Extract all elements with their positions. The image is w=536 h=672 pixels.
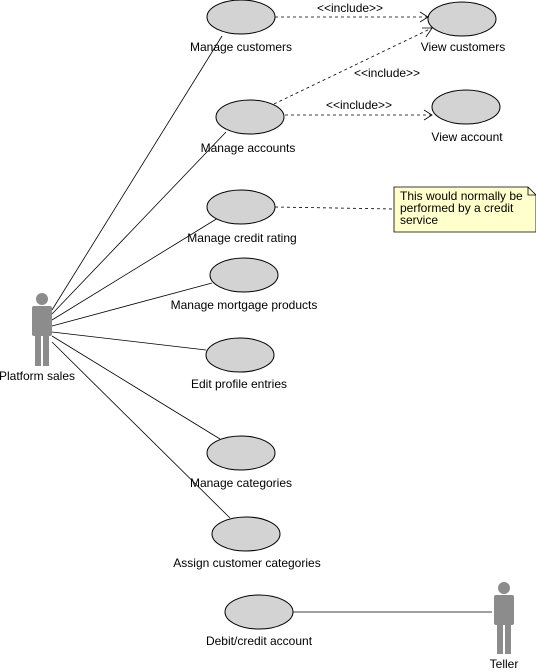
note-anchor-line xyxy=(274,206,395,210)
include-arrowhead xyxy=(422,27,433,38)
actor-body xyxy=(494,595,514,625)
actor-teller[interactable] xyxy=(494,582,514,654)
actor-leg xyxy=(505,623,511,654)
use-case-label: Manage credit rating xyxy=(187,231,296,245)
actor-label: Teller xyxy=(490,657,519,671)
use-case-label: View account xyxy=(431,130,503,144)
use-case-manage-credit-rating[interactable] xyxy=(206,189,276,225)
use-case-view-customers[interactable] xyxy=(427,1,497,37)
association-edit-profile-entries xyxy=(51,331,207,351)
use-case-label: Manage accounts xyxy=(201,141,296,155)
actor-body xyxy=(32,306,52,336)
actor-leg xyxy=(35,334,41,366)
actor-platform-sales[interactable] xyxy=(32,293,52,366)
use-case-label: Manage mortgage products xyxy=(171,298,318,312)
note-line: This would normally be xyxy=(400,190,523,203)
use-case-label: Edit profile entries xyxy=(191,377,287,391)
include-arrowhead xyxy=(423,109,433,121)
note-line: service xyxy=(400,213,439,227)
include-label: <<include>> xyxy=(354,66,420,80)
use-case-label: Assign customer categories xyxy=(173,556,320,570)
association-manage-categories xyxy=(51,335,221,440)
use-case-manage-categories[interactable] xyxy=(206,435,276,471)
use-case-view-account[interactable] xyxy=(431,89,501,125)
association-manage-mortgage-products xyxy=(51,282,213,327)
association-manage-accounts xyxy=(51,131,227,315)
association-manage-customers xyxy=(51,35,223,311)
use-case-manage-customers[interactable] xyxy=(206,0,276,35)
use-case-label: Manage categories xyxy=(190,476,292,490)
note-line: performed by a credit xyxy=(400,201,514,215)
include-label: <<include>> xyxy=(326,98,392,112)
actor-head xyxy=(36,293,48,305)
association-assign-customer-categories xyxy=(51,341,231,519)
use-case-label: Debit/credit account xyxy=(206,634,313,648)
note-text-box: This would normally be performed by a cr… xyxy=(400,190,523,227)
use-case-edit-profile-entries[interactable] xyxy=(205,337,275,373)
association-manage-credit-rating xyxy=(51,217,219,321)
use-case-label: View customers xyxy=(421,40,505,54)
actor-leg xyxy=(43,334,49,366)
include-label: <<include>> xyxy=(317,1,383,15)
note-fold xyxy=(527,187,536,196)
include-manage-accounts-view-customers xyxy=(273,27,433,105)
actor-head xyxy=(498,582,510,594)
actor-label: Platform sales xyxy=(0,369,75,383)
use-case-label: Manage customers xyxy=(190,40,292,54)
use-case-assign-customer-categories[interactable] xyxy=(211,516,281,552)
use-case-manage-mortgage-products[interactable] xyxy=(209,257,279,293)
note xyxy=(393,186,536,233)
use-case-manage-accounts[interactable] xyxy=(215,99,285,135)
actor-leg xyxy=(497,623,503,654)
use-case-debit-credit-account[interactable] xyxy=(224,594,294,630)
